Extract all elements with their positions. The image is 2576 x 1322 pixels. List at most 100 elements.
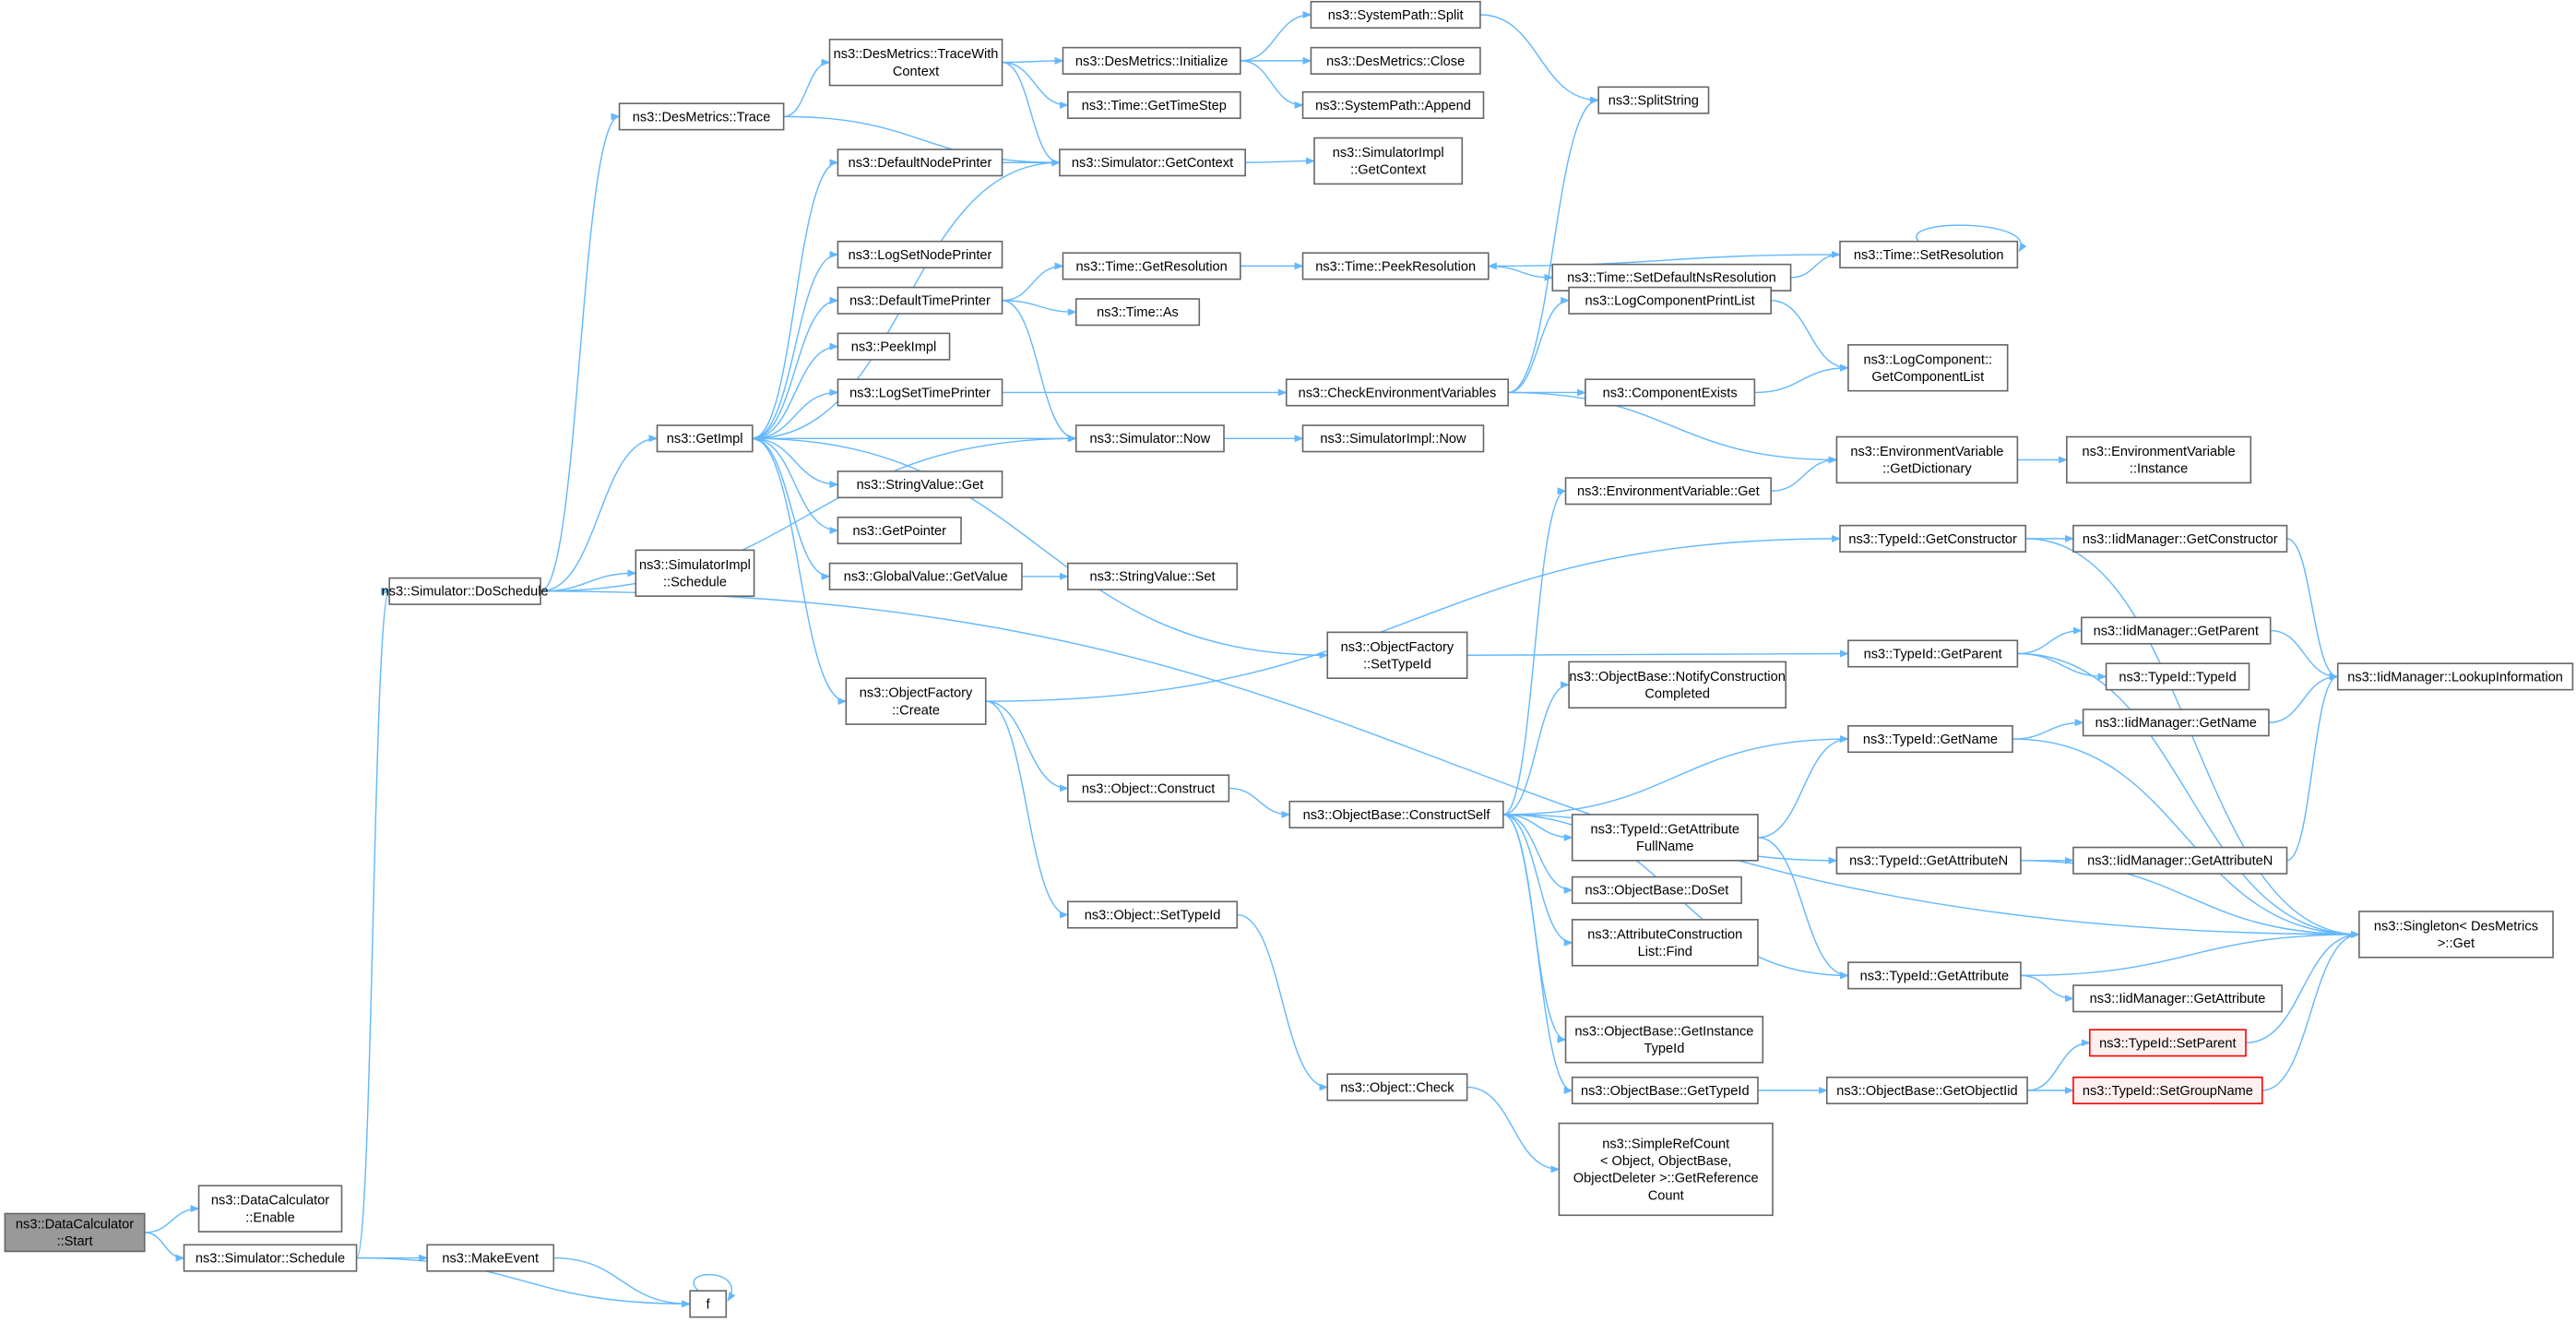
node-schedule[interactable]: ns3::Simulator::Schedule [183, 1244, 358, 1272]
node-iidmanager-getparent[interactable]: ns3::IidManager::GetParent [2081, 616, 2272, 645]
edge-typeid_setparent-to-singleton_get [2245, 930, 2360, 1044]
edge-logcomponentprintlist-to-logcomponent_getlist [1771, 300, 1849, 372]
edge-constructself-to-objectbase_doset [1502, 814, 1573, 894]
node-box [1310, 0, 1481, 30]
node-getimpl[interactable]: ns3::GetImpl [656, 424, 754, 453]
node-label: ns3::Simulator::Schedule [196, 1251, 345, 1266]
node-box [837, 286, 1003, 315]
node-simplerefcount[interactable]: ns3::SimpleRefCount< Object, ObjectBase,… [1558, 1122, 1774, 1217]
node-start[interactable]: ns3::DataCalculator::Start [4, 1212, 146, 1253]
node-time-getresolution[interactable]: ns3::Time::GetResolution [1062, 252, 1241, 280]
node-label: ns3::Simulator::DoSchedule [382, 585, 549, 600]
node-componentexists[interactable]: ns3::ComponentExists [1585, 378, 1756, 407]
node-iidmanager-lookup[interactable]: ns3::IidManager::LookupInformation [2336, 662, 2574, 691]
node-label: ns3::ObjectFactory [860, 686, 973, 701]
edge-tracewithcontext-to-getcontext [1002, 61, 1061, 167]
node-time-as[interactable]: ns3::Time::As [1074, 298, 1201, 327]
edge-componentexists-to-logcomponent_getlist [1754, 363, 1849, 394]
node-desmetrics-close[interactable]: ns3::DesMetrics::Close [1310, 46, 1481, 75]
node-typeid-getattribute[interactable]: ns3::TypeId::GetAttribute [1847, 961, 2022, 990]
node-label: ns3::SimulatorImpl::Now [1320, 432, 1466, 447]
node-envvar-getdictionary[interactable]: ns3::EnvironmentVariable::GetDictionary [1835, 435, 2019, 484]
node-gettimestep[interactable]: ns3::Time::GetTimeStep [1067, 90, 1241, 119]
node-label: List::Find [1638, 945, 1692, 959]
node-typeid-getattributen[interactable]: ns3::TypeId::GetAttributeN [1835, 846, 2022, 875]
node-label: ns3::SimulatorImpl [639, 558, 751, 573]
node-objectfactory-create[interactable]: ns3::ObjectFactory::Create [845, 677, 987, 725]
node-peekimpl[interactable]: ns3::PeekImpl [837, 332, 951, 361]
node-label: ::GetDictionary [1882, 462, 1972, 477]
node-systempath-append[interactable]: ns3::SystemPath::Append [1301, 90, 1485, 119]
node-box [656, 424, 754, 453]
node-box [1074, 424, 1225, 453]
edge-getcontext-to-simimpl_getcontext [1245, 157, 1315, 165]
node-typeid-getname[interactable]: ns3::TypeId::GetName [1847, 725, 2013, 754]
node-typeid-getparent[interactable]: ns3::TypeId::GetParent [1847, 639, 2019, 668]
node-stringvalue-get[interactable]: ns3::StringValue::Get [837, 470, 1003, 499]
node-object-settypeid[interactable]: ns3::Object::SetTypeId [1067, 900, 1239, 929]
node-defaulttimeprinter[interactable]: ns3::DefaultTimePrinter [837, 286, 1003, 315]
edge-objectfactory_create-to-object_settypeid [985, 700, 1069, 919]
node-envvar-instance[interactable]: ns3::EnvironmentVariable::Instance [2066, 435, 2252, 484]
node-object-construct[interactable]: ns3::Object::Construct [1067, 774, 1230, 803]
node-iidmanager-getattributen[interactable]: ns3::IidManager::GetAttributeN [2072, 846, 2288, 875]
node-typeid-setgroupname[interactable]: ns3::TypeId::SetGroupName [2072, 1076, 2263, 1105]
node-makeevent[interactable]: ns3::MakeEvent [426, 1244, 555, 1272]
node-typeid-typeid[interactable]: ns3::TypeId::TypeId [2105, 662, 2250, 691]
node-destrace[interactable]: ns3::DesMetrics::Trace [618, 102, 785, 131]
node-logsettimeprinter[interactable]: ns3::LogSetTimePrinter [837, 378, 1003, 407]
node-label: >::Get [2438, 936, 2475, 951]
node-objectbase-gettypeid[interactable]: ns3::ObjectBase::GetTypeId [1571, 1076, 1759, 1105]
node-box [2072, 846, 2288, 875]
node-label: ns3::TypeId::SetGroupName [2083, 1084, 2253, 1099]
node-label: ns3::Time::GetResolution [1076, 259, 1228, 274]
node-box [2088, 1029, 2247, 1057]
node-typeid-setparent[interactable]: ns3::TypeId::SetParent [2088, 1029, 2247, 1057]
node-checkenv[interactable]: ns3::CheckEnvironmentVariables [1285, 378, 1509, 407]
node-time-peekresolution[interactable]: ns3::Time::PeekResolution [1301, 252, 1490, 280]
node-iidmanager-getconstructor[interactable]: ns3::IidManager::GetConstructor [2072, 524, 2288, 553]
node-objectfactory-settypeid[interactable]: ns3::ObjectFactory::SetTypeId [1326, 631, 1468, 679]
node-typeid-getconstructor[interactable]: ns3::TypeId::GetConstructor [1839, 524, 2027, 553]
node-label: TypeId [1644, 1042, 1684, 1056]
node-logcomponent-getlist[interactable]: ns3::LogComponent::GetComponentList [1847, 344, 2009, 392]
node-logcomponentprintlist[interactable]: ns3::LogComponentPrintList [1568, 286, 1772, 315]
node-getpointer[interactable]: ns3::GetPointer [837, 516, 962, 545]
node-initialize[interactable]: ns3::DesMetrics::Initialize [1062, 46, 1241, 75]
node-box [1835, 435, 2019, 484]
node-label: ns3::Simulator::GetContext [1072, 156, 1233, 171]
edge-defaulttimeprinter-to-time_as [1002, 300, 1077, 316]
node-object-check[interactable]: ns3::Object::Check [1326, 1073, 1468, 1102]
node-iidmanager-getattribute[interactable]: ns3::IidManager::GetAttribute [2072, 984, 2283, 1013]
node-getcontext[interactable]: ns3::Simulator::GetContext [1059, 149, 1246, 177]
node-iidmanager-getname[interactable]: ns3::IidManager::GetName [2082, 709, 2270, 737]
node-splitstring[interactable]: ns3::SplitString [1597, 86, 1710, 114]
node-simimpl-getcontext[interactable]: ns3::SimulatorImpl::GetContext [1313, 137, 1464, 185]
node-globalvalue-getvalue[interactable]: ns3::GlobalValue::GetValue [828, 562, 1023, 590]
node-constructself[interactable]: ns3::ObjectBase::ConstructSelf [1288, 800, 1504, 828]
node-getobjectiid[interactable]: ns3::ObjectBase::GetObjectIid [1825, 1076, 2028, 1105]
node-f[interactable]: f [689, 1290, 728, 1318]
node-systempath-split[interactable]: ns3::SystemPath::Split [1310, 0, 1481, 30]
edges-layer [144, 11, 2360, 1308]
node-singleton-get[interactable]: ns3::Singleton< DesMetrics>::Get [2358, 911, 2554, 959]
node-enable[interactable]: ns3::DataCalculator::Enable [197, 1185, 343, 1233]
node-stringvalue-set[interactable]: ns3::StringValue::Set [1067, 562, 1239, 590]
node-notifyconstruction[interactable]: ns3::ObjectBase::NotifyConstructionCompl… [1568, 661, 1787, 709]
node-box [1847, 725, 2013, 754]
node-envvar-get[interactable]: ns3::EnvironmentVariable::Get [1564, 477, 1772, 506]
node-doschedule[interactable]: ns3::Simulator::DoSchedule [382, 577, 549, 605]
node-simimpl-schedule[interactable]: ns3::SimulatorImpl::Schedule [635, 549, 755, 597]
node-objectbase-doset[interactable]: ns3::ObjectBase::DoSet [1571, 875, 1742, 904]
node-simimpl-now[interactable]: ns3::SimulatorImpl::Now [1301, 424, 1485, 453]
node-simulator-now[interactable]: ns3::Simulator::Now [1074, 424, 1225, 453]
edge-time_setresolution-to-time_setresolution [1916, 224, 2027, 253]
node-box [1564, 477, 1772, 506]
node-time-setresolution[interactable]: ns3::Time::SetResolution [1839, 240, 2019, 268]
node-logsetnodeprinter[interactable]: ns3::LogSetNodePrinter [837, 240, 1003, 268]
node-defaultnodeprinter[interactable]: ns3::DefaultNodePrinter [837, 149, 1003, 177]
